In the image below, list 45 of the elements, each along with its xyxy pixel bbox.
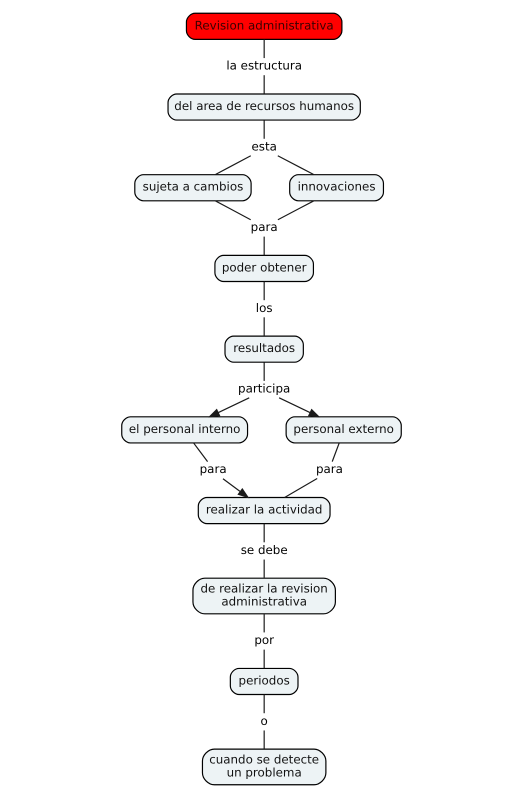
- connector: [214, 155, 252, 176]
- node-text: para: [316, 462, 343, 476]
- connector: [264, 282, 265, 300]
- connector: [284, 478, 318, 498]
- node-text: o: [260, 714, 268, 728]
- connector: [264, 317, 265, 336]
- connector: [264, 236, 265, 256]
- node-box: del area de recursos humanos: [167, 93, 361, 121]
- arrow: [222, 478, 250, 498]
- node-box: poder obtener: [214, 254, 314, 282]
- connector: [264, 650, 265, 668]
- connector: [264, 694, 265, 714]
- connector: [193, 442, 208, 462]
- connector: [264, 560, 265, 578]
- connector: [264, 614, 265, 632]
- connector: [215, 200, 251, 220]
- node-text: los: [256, 300, 273, 315]
- node-box: el personal interno: [121, 416, 248, 444]
- node-box: Revision administrativa: [186, 12, 342, 40]
- node-box: cuando se detecte un problema: [202, 748, 326, 786]
- node-box: sujeta a cambios: [134, 174, 252, 202]
- node-text: participa: [238, 381, 290, 396]
- connector: [278, 155, 314, 176]
- connector: [264, 75, 265, 94]
- connector: [264, 40, 265, 58]
- node-text: para: [250, 220, 278, 234]
- connector: [264, 730, 265, 749]
- node-text: se debe: [240, 542, 288, 557]
- node-text: para: [200, 462, 227, 476]
- connector: [264, 524, 265, 542]
- node-box: de realizar la revision administrativa: [192, 578, 336, 614]
- node-text: la estructura: [226, 58, 302, 73]
- node-box: innovaciones: [289, 174, 384, 202]
- arrow: [208, 397, 250, 418]
- node-box: resultados: [224, 336, 304, 363]
- connector: [278, 200, 314, 220]
- node-text: por: [254, 633, 274, 648]
- node-box: periodos: [230, 668, 299, 696]
- node-text: esta: [251, 139, 277, 154]
- connector: [264, 120, 265, 139]
- arrow: [278, 397, 320, 418]
- node-box: personal externo: [286, 416, 402, 444]
- node-box: realizar la actividad: [198, 496, 331, 524]
- connector: [332, 442, 340, 462]
- connector: [264, 362, 265, 381]
